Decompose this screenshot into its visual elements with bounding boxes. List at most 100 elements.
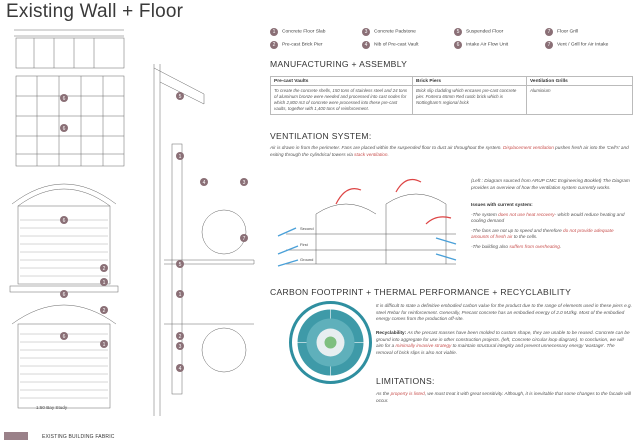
drawing-marker [60, 290, 68, 298]
drawing-marker [176, 332, 184, 340]
limitations-highlight: property is listed [390, 391, 425, 396]
drawing-marker [100, 278, 108, 286]
ventilation-diagram: Second First Ground [277, 179, 457, 267]
manufacturing-heading: MANUFACTURING + ASSEMBLY [270, 59, 408, 69]
drawing-marker [176, 364, 184, 372]
drawing-marker-number: 2 [179, 334, 182, 340]
drawing-marker [60, 332, 68, 340]
drawing-marker [176, 92, 184, 100]
key-item-7: 7 Floor Grill [545, 28, 578, 36]
issue-item: -The building also suffers from overheat… [471, 244, 631, 251]
drawing-marker [200, 178, 208, 186]
key-label: Floor Grill [557, 29, 579, 35]
key-label: Intake Air Flow Unit [466, 42, 509, 48]
drawing-marker-number: 5 [179, 262, 182, 268]
carbon-highlight: minimally invasive strategy [395, 343, 452, 349]
drawing-marker-number: 1 [179, 154, 182, 160]
key-label: Vent / Grill for Air Intake [557, 42, 609, 48]
concrete-circular-loop-diagram [289, 301, 372, 384]
drawing-marker [240, 234, 248, 242]
key-label: Suspended Floor [466, 29, 504, 35]
drawing-marker-number: 2 [103, 308, 106, 314]
drawing-marker-number: 1 [103, 280, 106, 286]
drawing-marker [176, 152, 184, 160]
key-item-2: 2 Pre-cast Brick Pier [270, 41, 323, 49]
limitations-heading: LIMITATIONS: [376, 376, 435, 386]
carbon-paragraph-2: Recyclability: As the precast masses hav… [376, 330, 632, 356]
drawing-marker-number: 6 [63, 334, 66, 340]
table-cell: Aluminium [526, 85, 633, 115]
table-header-cell: Brick Piers [412, 76, 527, 86]
drawing-marker-number: 7 [243, 236, 246, 242]
key-label: Concrete Floor Slab [282, 29, 326, 35]
ventilation-intro: Air is drawn in from the perimeter. Fans… [270, 145, 632, 158]
key-item-6: 6 Intake Air Flow Unit [454, 41, 508, 49]
table-header-cell: Pre-cast Vaults [270, 76, 413, 86]
issue-item: -The fans are not up to speed and theref… [471, 228, 631, 241]
drawing-marker [100, 306, 108, 314]
carbon-paragraph-1: It is difficult to state a definitive em… [376, 303, 632, 322]
table-header-cell: Ventilation Grills [526, 76, 633, 86]
ventilation-intro-text: Air is drawn in from the perimeter. Fans… [270, 145, 504, 150]
issue-text: -The building also [471, 243, 510, 249]
drawing-marker-number: 6 [63, 96, 66, 102]
limitations-body: , we must treat it with great sensitivit… [376, 391, 631, 403]
diagram-note: (Left : Diagram sourced from ARUP CMC En… [471, 178, 630, 190]
diagram-label-ground: Ground [300, 257, 313, 262]
issue-text: to the cells. [512, 234, 538, 240]
drawing-marker-number: 6 [63, 292, 66, 298]
issues-heading: Issues with current system: [471, 202, 533, 207]
table-cell: Brick slip cladding which encases pre-ca… [412, 85, 527, 115]
drawing-marker [176, 342, 184, 350]
issue-item: -The system does not use heat recovery- … [471, 212, 631, 225]
key-item-7b: 7 Vent / Grill for Air Intake [545, 41, 608, 49]
key-item-1: 1 Concrete Floor Slab [270, 28, 326, 36]
drawing-marker-number: 3 [179, 344, 182, 350]
ventilation-intro-text: pushes fresh air into the 'Cell's' and e… [270, 145, 629, 157]
ventilation-intro-text: . [387, 151, 389, 157]
manufacturing-table: Pre-cast Vaults Brick Piers Ventilation … [270, 76, 633, 115]
key-number-badge: 5 [454, 28, 462, 36]
drawing-marker [100, 264, 108, 272]
diagram-label-second: Second [300, 226, 314, 231]
carbon-heading: CARBON FOOTPRINT + THERMAL PERFORMANCE +… [270, 287, 572, 297]
issue-text: -The fans are not up to speed and theref… [471, 227, 563, 233]
drawing-marker [60, 124, 68, 132]
drawing-marker-number: 6 [63, 126, 66, 132]
drawing-marker-number: 3 [243, 180, 246, 186]
issue-highlight: does not use heat recovery [498, 211, 555, 217]
drawing-marker-number: 5 [179, 94, 182, 100]
drawing-marker-number: 1 [103, 342, 106, 348]
key-number-badge: 7 [545, 28, 553, 36]
drawing-marker-number: 4 [203, 180, 206, 186]
key-number-badge: 6 [454, 41, 462, 49]
issues-block: Issues with current system: -The system … [471, 202, 631, 253]
drawing-marker-number: 1 [179, 292, 182, 298]
carbon-text: to maintain structural integrity and pre… [376, 343, 615, 355]
drawing-marker [176, 290, 184, 298]
diagram-label-first: First [300, 242, 309, 247]
ventilation-highlight: Displacement ventilation [503, 145, 554, 150]
ventilation-highlight: stack ventilation [354, 151, 388, 157]
table-row: To create the concrete shells, 150 tons … [270, 85, 633, 115]
limitations-text: As the property is listed, we must treat… [376, 391, 632, 404]
drawing-marker [60, 216, 68, 224]
key-item-5: 5 Suspended Floor [454, 28, 503, 36]
key-number-badge: 2 [270, 41, 278, 49]
key-label: Pre-cast Brick Pier [282, 42, 323, 48]
page-title: Existing Wall + Floor [6, 1, 184, 22]
key-number-badge: 1 [270, 28, 278, 36]
key-number-badge: 7 [545, 41, 553, 49]
drawing-marker [240, 178, 248, 186]
table-header-row: Pre-cast Vaults Brick Piers Ventilation … [270, 76, 633, 86]
drawing-marker-number: 2 [103, 266, 106, 272]
drawing-marker [60, 94, 68, 102]
issue-highlight: suffers from overheating [509, 243, 560, 249]
issue-highlight: do not provide adequate amounts of fresh… [471, 227, 614, 240]
key-number-badge: 4 [362, 41, 370, 49]
recyclability-label: Recyclability: [376, 330, 407, 335]
issue-text: -The system [471, 211, 499, 217]
